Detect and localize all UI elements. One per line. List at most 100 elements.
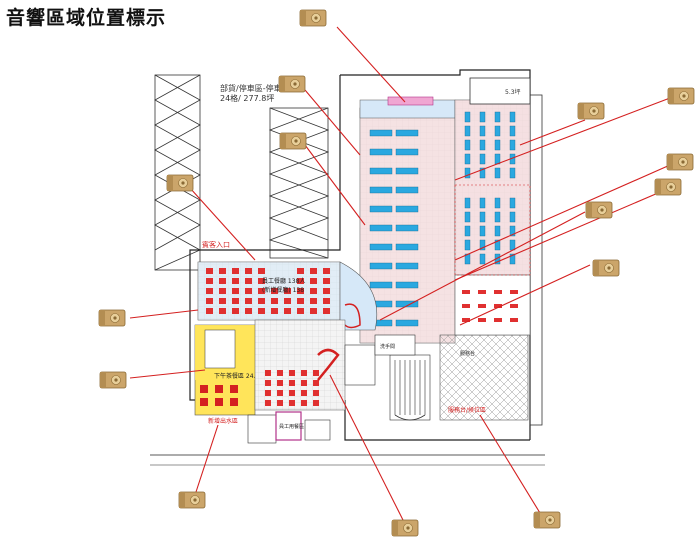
right-seat [494,304,502,308]
lobby-seat [265,400,271,406]
top-room-label: 5.3坪 [505,88,521,96]
red-seat [206,298,213,304]
red-seat [258,308,265,314]
speaker-icon [391,519,419,537]
red-seat [271,298,278,304]
red-seat [258,268,265,274]
red-seat [206,268,213,274]
blue-table [395,319,419,327]
blue-seat [509,125,516,137]
blue-seat [479,253,486,265]
blue-seat [509,211,516,223]
table-seat [230,398,238,406]
lobby-seat [289,370,295,376]
lobby-seat [301,380,307,386]
red-seat [219,308,226,314]
lobby-seat [289,380,295,386]
lobby-seat [313,390,319,396]
blue-table [395,148,419,156]
right-seat [462,290,470,294]
blue-seat [479,197,486,209]
blue-seat [509,225,516,237]
yellow-area-label: 下午茶餐區 24人 [214,372,260,380]
speaker-icon [667,87,695,105]
blue-seat [494,111,501,123]
right-seat [478,318,486,322]
red-seat [271,308,278,314]
lobby-seat [313,370,319,376]
red-seat [323,308,330,314]
table-seat [215,398,223,406]
red-seat [323,288,330,294]
blue-table [369,148,393,156]
blue-seat [464,197,471,209]
red-seat [284,288,291,294]
blue-seat [464,139,471,151]
blue-table [369,205,393,213]
red-seat [245,278,252,284]
red-seat [232,308,239,314]
table-seat [230,385,238,393]
red-seat [323,268,330,274]
lobby-seat [277,370,283,376]
bottom-left-red-label: 新增出水區 [208,417,238,425]
table-seat [200,385,208,393]
blue-table [369,243,393,251]
blue-table [369,262,393,270]
blue-seat [509,111,516,123]
blue-seat [479,111,486,123]
lobby-seat [265,380,271,386]
blue-table [369,129,393,137]
blue-seat [509,167,516,179]
blue-seat [464,111,471,123]
lobby-seat [277,390,283,396]
red-seat [258,298,265,304]
blue-table [395,186,419,194]
red-seat [310,298,317,304]
blue-table [395,205,419,213]
red-seat [245,268,252,274]
right-seat [510,304,518,308]
red-seat [323,298,330,304]
red-seat [258,288,265,294]
right-seat [510,318,518,322]
blue-seat [464,225,471,237]
blue-seat [479,225,486,237]
service-zone [439,334,529,421]
blue-seat [494,197,501,209]
red-seat [310,288,317,294]
red-seat [297,268,304,274]
table-seat [200,398,208,406]
red-seat [245,288,252,294]
lobby-seat [289,400,295,406]
red-seat [284,298,291,304]
blue-seat [479,211,486,223]
red-seat [219,278,226,284]
red-seat [297,288,304,294]
lobby-seat [265,370,271,376]
blue-seat [494,211,501,223]
blue-seat [509,139,516,151]
speaker-icon [666,153,694,171]
red-seat [206,288,213,294]
blue-seat [479,167,486,179]
speaker-icon [577,102,605,120]
blue-seat-rows-left [369,129,419,327]
red-seat [206,308,213,314]
red-seat [271,288,278,294]
blue-seat [509,253,516,265]
page-title: 音響區域位置標示 [6,7,167,29]
speaker-icon [585,201,613,219]
staircase [389,354,431,421]
blue-seat [464,153,471,165]
right-seat [494,290,502,294]
red-seat [219,298,226,304]
red-seat [232,268,239,274]
blue-table [395,300,419,308]
red-seat [310,268,317,274]
right-seat [462,318,470,322]
lobby-seat [313,400,319,406]
red-seat [232,278,239,284]
blue-table [395,243,419,251]
blue-seat [479,125,486,137]
